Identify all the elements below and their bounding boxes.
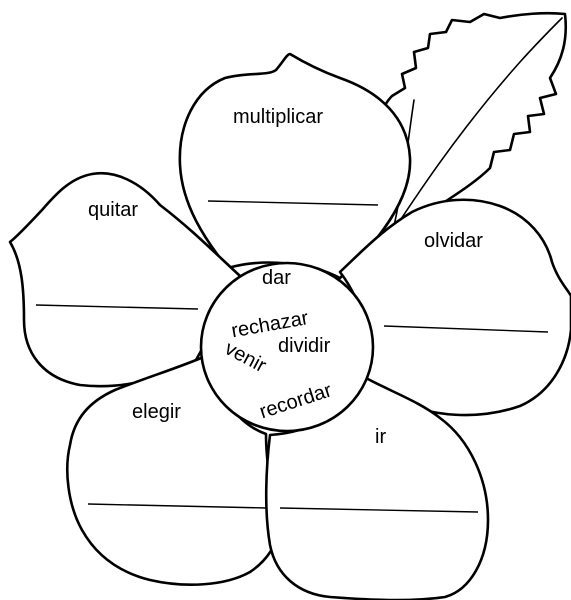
flower-center: dar rechazar dividir venir recordar (201, 263, 373, 431)
center-word-dar: dar (262, 267, 291, 289)
word-olvidar: olvidar (424, 230, 483, 252)
word-elegir: elegir (132, 401, 181, 423)
center-word-dividir: dividir (278, 335, 331, 357)
word-ir: ir (375, 426, 386, 448)
word-multiplicar: multiplicar (233, 106, 323, 128)
word-quitar: quitar (88, 199, 138, 221)
